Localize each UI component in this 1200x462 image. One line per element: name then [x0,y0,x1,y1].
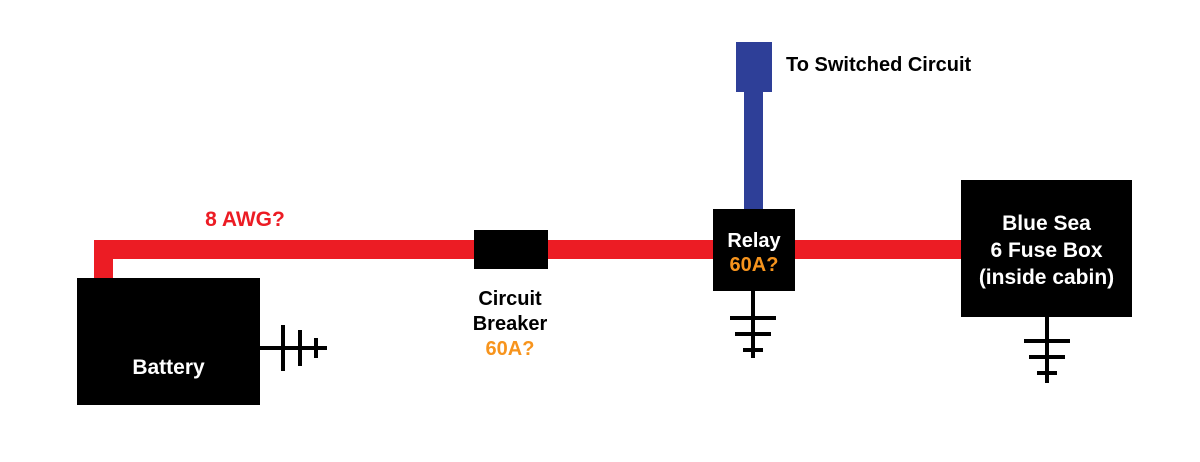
circuit-breaker-label-line1: Circuit [478,288,542,310]
wire-gauge-label: 8 AWG? [205,208,285,231]
switched-circuit-wire [744,90,763,210]
circuit-breaker-label-line2: Breaker [472,313,548,335]
battery-label: Battery [132,356,205,379]
fuse-box: Blue Sea 6 Fuse Box (inside cabin) [961,180,1132,317]
fuse-box-label-line1: Blue Sea [1002,212,1091,235]
relay: Relay 60A? [713,209,795,291]
battery: Battery [77,278,260,405]
switched-circuit-label: To Switched Circuit [786,54,972,76]
circuit-breaker [474,230,548,269]
circuit-breaker-rating: 60A? [485,338,535,360]
fuse-box-label-line3: (inside cabin) [978,266,1115,289]
relay-rating: 60A? [729,254,779,276]
circuit-breaker-label: Circuit Breaker 60A? [450,287,570,362]
fuse-box-label-line2: 6 Fuse Box [990,239,1103,262]
relay-label: Relay [727,230,781,252]
fuse-box-label: Blue Sea 6 Fuse Box (inside cabin) [961,210,1132,291]
switched-circuit-terminal [736,42,772,92]
